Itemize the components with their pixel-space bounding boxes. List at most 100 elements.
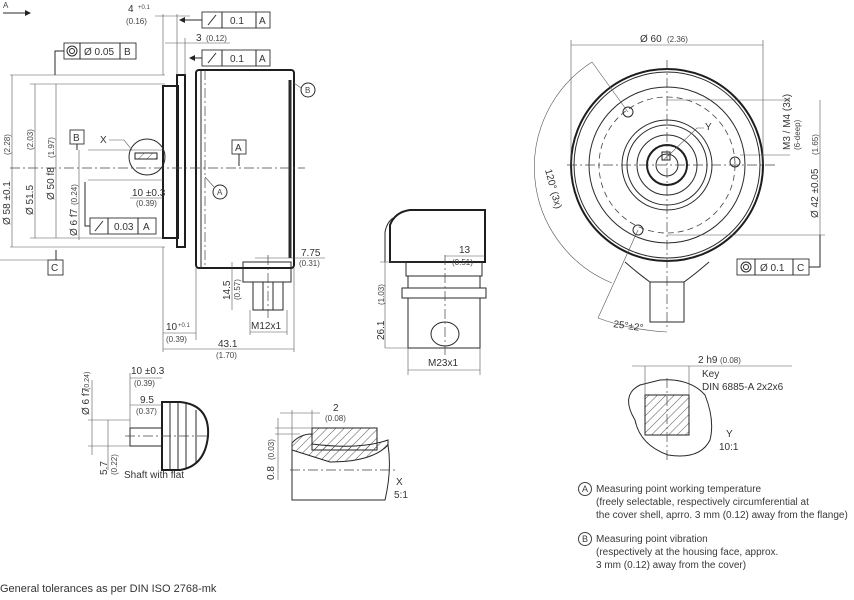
svg-text:B: B [73, 133, 80, 144]
svg-text:C: C [51, 263, 58, 274]
marker-a-icon: A [578, 482, 592, 496]
svg-text:B: B [124, 47, 131, 58]
svg-text:(0.39): (0.39) [136, 199, 157, 208]
datum-a: A [231, 139, 247, 166]
svg-text:B: B [305, 86, 310, 95]
svg-text:Ø 51.5: Ø 51.5 [25, 185, 36, 215]
svg-text:M23x1: M23x1 [428, 358, 458, 369]
svg-text:25°±2°: 25°±2° [613, 319, 644, 334]
svg-text:(1.65): (1.65) [811, 134, 820, 155]
tolerance-frame-runout-3: 0.03 A [84, 182, 157, 235]
runout-icon [94, 220, 104, 232]
svg-text:120° (3x): 120° (3x) [542, 168, 563, 210]
svg-text:7.75: 7.75 [301, 248, 321, 259]
svg-text:(2.03): (2.03) [26, 129, 35, 150]
svg-text:0.1: 0.1 [230, 54, 244, 65]
svg-text:(6-deep): (6-deep) [793, 119, 802, 150]
svg-text:+0.1: +0.1 [178, 323, 191, 329]
svg-text:(0.37): (0.37) [136, 407, 157, 416]
svg-text:10:1: 10:1 [719, 442, 739, 453]
marker-b-icon: B [578, 532, 592, 546]
svg-text:(0.22): (0.22) [110, 454, 119, 475]
svg-text:M12x1: M12x1 [251, 321, 281, 332]
svg-text:10: 10 [166, 322, 178, 333]
svg-text:(0.08): (0.08) [720, 356, 741, 365]
svg-text:Ø 6 f7: Ø 6 f7 [81, 387, 92, 415]
svg-text:C: C [797, 263, 804, 274]
tolerance-frame-runout-2: 0.1 A [189, 49, 271, 67]
datum-c: C [0, 250, 64, 276]
svg-text:X: X [100, 135, 107, 146]
svg-text:A: A [217, 188, 223, 197]
detail-y-view: 2 h9 (0.08) Key DIN 6885-A 2x2x6 Y 10:1 [628, 355, 792, 460]
runout-icon [207, 14, 217, 26]
svg-text:M3 / M4 (3x): M3 / M4 (3x) [782, 94, 793, 150]
svg-text:Key: Key [702, 369, 719, 380]
svg-text:+0.1: +0.1 [138, 5, 151, 11]
tolerance-frame-runout-1: 0.1 A [179, 11, 271, 29]
svg-text:A: A [259, 16, 266, 27]
callout-a: A [204, 176, 228, 200]
svg-text:A: A [235, 143, 242, 154]
svg-text:(0.24): (0.24) [84, 372, 91, 390]
svg-text:A: A [143, 222, 150, 233]
svg-text:A: A [259, 54, 266, 65]
svg-text:(0.03): (0.03) [267, 439, 276, 460]
front-view: Ø 60 (2.36) Y M3 / M4 (3x) (6-deep) Ø 42… [534, 34, 825, 334]
svg-text:3: 3 [196, 33, 202, 44]
svg-text:0.1: 0.1 [230, 16, 244, 27]
svg-text:(1.70): (1.70) [216, 351, 237, 360]
concentricity-icon [66, 45, 78, 57]
svg-text:(0.31): (0.31) [299, 259, 320, 268]
svg-text:DIN 6885-A 2x2x6: DIN 6885-A 2x2x6 [702, 382, 784, 393]
svg-text:0.8: 0.8 [266, 466, 277, 480]
detail-x-view: 2 (0.08) 0.8 (0.03) X 5:1 [266, 403, 408, 501]
general-tolerances-note: General tolerances as per DIN ISO 2768-m… [0, 583, 217, 595]
datum-b: B [69, 129, 85, 150]
svg-text:2 h9: 2 h9 [698, 355, 718, 366]
svg-text:5:1: 5:1 [394, 490, 408, 501]
svg-text:A: A [3, 1, 9, 10]
tolerance-frame-concentricity-c: Ø 0.1 C [736, 235, 821, 276]
shaft-with-flat-view: 10 ±0.3 (0.39) 9.5 (0.37) Ø 6 f7 (0.24) … [81, 366, 210, 481]
svg-text:(0.57): (0.57) [233, 279, 242, 300]
svg-text:Ø 58 ±0.1: Ø 58 ±0.1 [2, 181, 13, 225]
svg-text:Y: Y [726, 429, 733, 440]
svg-text:(2.36): (2.36) [667, 35, 688, 44]
svg-text:Ø 0.05: Ø 0.05 [84, 47, 114, 58]
concentricity-icon [740, 261, 752, 273]
svg-text:13: 13 [459, 245, 471, 256]
svg-text:5.7: 5.7 [99, 461, 110, 475]
view-a-marker: A [3, 1, 31, 16]
svg-text:(1.03): (1.03) [377, 284, 386, 305]
svg-text:0.03: 0.03 [114, 222, 134, 233]
runout-icon [207, 52, 217, 64]
svg-text:Ø 6 f7: Ø 6 f7 [69, 208, 80, 236]
svg-text:(0.08): (0.08) [325, 414, 346, 423]
svg-text:Y: Y [705, 122, 712, 133]
svg-text:9.5: 9.5 [140, 395, 154, 406]
connector-m23-view: 26.1 (1.03) 13 (0.51) M23x1 [376, 209, 487, 375]
svg-text:Shaft with flat: Shaft with flat [124, 470, 184, 481]
callout-b: B [293, 82, 316, 98]
svg-text:(0.39): (0.39) [134, 379, 155, 388]
svg-text:(0.12): (0.12) [206, 34, 227, 43]
svg-text:(0.39): (0.39) [166, 335, 187, 344]
svg-text:43.1: 43.1 [218, 339, 238, 350]
svg-text:4: 4 [128, 4, 134, 15]
svg-text:2: 2 [333, 403, 339, 414]
svg-text:14.5: 14.5 [222, 280, 233, 300]
tolerance-frame-concentricity-b: Ø 0.05 B [54, 42, 137, 75]
side-view: 0.1 A 4 +0.1 (0.16) 3 (0.12) 0.1 A [0, 4, 325, 360]
svg-text:Ø 0.1: Ø 0.1 [760, 263, 785, 274]
svg-text:Ø 42 ±0.05: Ø 42 ±0.05 [810, 168, 821, 218]
svg-text:Ø 60: Ø 60 [640, 34, 662, 45]
svg-text:(0.24): (0.24) [70, 184, 79, 205]
svg-text:(0.16): (0.16) [126, 17, 147, 26]
svg-text:(0.51): (0.51) [452, 258, 473, 267]
svg-text:Ø 50 f8: Ø 50 f8 [46, 167, 57, 200]
svg-text:X: X [396, 477, 403, 488]
